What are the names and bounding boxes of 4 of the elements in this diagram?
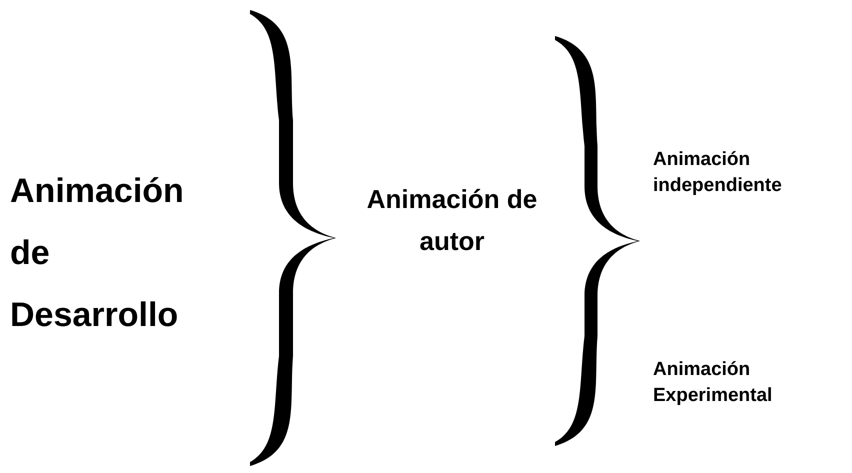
item-label: Animación independiente [653,148,783,198]
item-label: Animación Experimental [653,358,774,408]
category-label: Animación de autor [366,183,538,258]
category-label: Animación de Desarrollo [10,171,185,336]
